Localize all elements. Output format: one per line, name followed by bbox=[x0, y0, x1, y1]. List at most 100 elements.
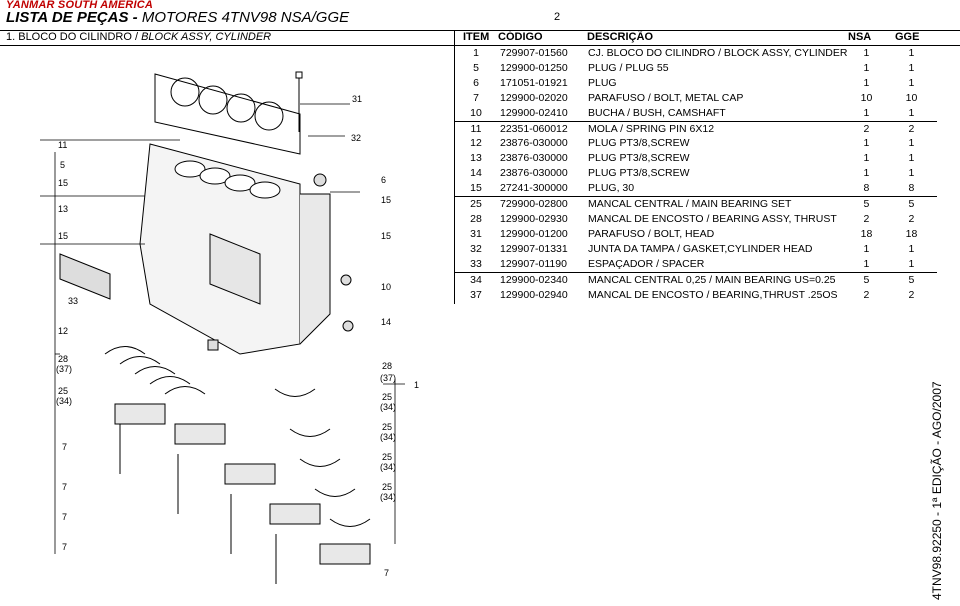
row-gge: 10 bbox=[905, 91, 918, 104]
row-gge: 8 bbox=[885, 181, 938, 198]
row-nsa: 1 bbox=[863, 76, 870, 89]
row-item: 31 bbox=[470, 227, 482, 240]
row-code: 129900-02020 bbox=[500, 91, 568, 104]
row-code: 23876-030000 bbox=[500, 137, 568, 150]
row-description: CJ. BLOCO DO CILINDRO / BLOCK ASSY, CYLI… bbox=[588, 47, 848, 59]
row-code: 171051-01921 bbox=[500, 76, 568, 89]
row-item: 33 bbox=[454, 256, 498, 273]
row-item: 7 bbox=[473, 91, 479, 104]
row-gge: 18 bbox=[905, 227, 918, 240]
row-item: 34 bbox=[470, 273, 482, 286]
callout-28-right: 28 bbox=[382, 361, 392, 371]
callout-37-right: (37) bbox=[380, 373, 396, 383]
row-code: 129900-02940 bbox=[500, 288, 568, 301]
row-description: PLUG bbox=[588, 76, 617, 89]
row-nsa: 8 bbox=[847, 181, 886, 198]
column-header-item: ITEM bbox=[463, 31, 490, 43]
row-description: MANCAL DE ENCOSTO / BEARING,THRUST .25OS bbox=[588, 288, 838, 301]
row-item: 37 bbox=[470, 288, 482, 301]
row-nsa: 2 bbox=[863, 122, 870, 135]
row-gge: 1 bbox=[908, 61, 915, 74]
callout-33: 33 bbox=[68, 296, 78, 306]
row-code: 23876-030000 bbox=[500, 152, 568, 165]
callout-34-r3: (34) bbox=[380, 462, 396, 472]
callout-15d: 15 bbox=[381, 231, 391, 241]
row-description: PLUG / PLUG 55 bbox=[588, 61, 669, 74]
row-gge: 1 bbox=[908, 137, 915, 150]
row-nsa: 5 bbox=[863, 198, 870, 211]
page-number: 2 bbox=[554, 11, 561, 23]
callout-31: 31 bbox=[352, 94, 362, 104]
row-nsa: 1 bbox=[863, 47, 870, 59]
row-gge: 1 bbox=[908, 167, 915, 180]
brand-label: YANMAR SOUTH AMERICA bbox=[6, 0, 153, 11]
row-gge: 1 bbox=[908, 152, 915, 165]
callout-25-r4: 25 bbox=[382, 482, 392, 492]
callout-1: 1 bbox=[414, 380, 419, 390]
callout-34-r1: (34) bbox=[380, 402, 396, 412]
row-code: 22351-060012 bbox=[500, 122, 568, 135]
row-description: MANCAL CENTRAL 0,25 / MAIN BEARING US=0.… bbox=[588, 273, 836, 286]
spacer bbox=[59, 253, 111, 300]
plugs bbox=[207, 173, 354, 351]
callout-labels-bottom-right: 28 (37) 25 (34) 25 (34) 25 (34) 25 (34) … bbox=[380, 361, 419, 578]
section-title-italic: BLOCK ASSY, CYLINDER bbox=[141, 31, 272, 43]
row-description: ESPAÇADOR / SPACER bbox=[588, 256, 848, 273]
callout-5: 5 bbox=[60, 160, 65, 170]
row-code: 129900-02340 bbox=[500, 273, 568, 286]
callout-14: 14 bbox=[381, 317, 391, 327]
row-description: MOLA / SPRING PIN 6X12 bbox=[588, 122, 715, 135]
row-code: 729900-02800 bbox=[500, 198, 568, 211]
row-gge: 1 bbox=[885, 256, 938, 273]
column-header-gge: GGE bbox=[895, 31, 920, 43]
callout-brackets bbox=[40, 103, 405, 554]
callout-7b: 7 bbox=[62, 482, 67, 492]
callout-34-left: (34) bbox=[56, 396, 72, 406]
row-item: 6 bbox=[473, 76, 479, 89]
row-item: 1 bbox=[473, 47, 479, 59]
row-code: 129900-01250 bbox=[500, 61, 568, 74]
callout-12: 12 bbox=[58, 326, 68, 336]
callout-6: 6 bbox=[381, 175, 386, 185]
row-item: 28 bbox=[470, 212, 482, 225]
cylinder-block bbox=[139, 143, 331, 355]
row-item: 25 bbox=[470, 198, 482, 211]
callout-7d: 7 bbox=[62, 542, 67, 552]
column-header-nsa: NSA bbox=[848, 31, 872, 43]
row-item: 11 bbox=[470, 122, 482, 135]
row-item: 5 bbox=[473, 61, 479, 74]
cap-bolts bbox=[119, 424, 277, 584]
bearing-shells-right bbox=[274, 388, 371, 527]
row-code: 129900-01200 bbox=[500, 227, 568, 240]
callout-7-right: 7 bbox=[384, 568, 389, 578]
callout-10: 10 bbox=[381, 282, 391, 292]
row-nsa: 1 bbox=[847, 105, 886, 122]
callout-34-r2: (34) bbox=[380, 432, 396, 442]
row-nsa: 1 bbox=[847, 256, 886, 273]
callout-15c: 15 bbox=[58, 231, 68, 241]
table-left-border bbox=[454, 30, 455, 304]
title-main: LISTA DE PEÇAS - bbox=[6, 9, 138, 26]
section-title-plain: 1. BLOCO DO CILINDRO / bbox=[6, 31, 139, 43]
row-code: 23876-030000 bbox=[500, 167, 568, 180]
column-header-description: DESCRIÇÃO bbox=[587, 31, 654, 43]
callout-37-left: (37) bbox=[56, 364, 72, 374]
page-title: LISTA DE PEÇAS - MOTORES 4TNV98 NSA/GGE bbox=[6, 9, 349, 26]
row-gge: 2 bbox=[908, 212, 915, 225]
head-bolt bbox=[295, 71, 303, 132]
callout-labels-top: 31 32 11 5 15 6 13 15 15 15 10 33 12 14 bbox=[58, 94, 391, 336]
callout-32: 32 bbox=[351, 133, 361, 143]
row-code: 27241-300000 bbox=[498, 181, 588, 198]
bearing-caps bbox=[114, 403, 371, 565]
callout-34-r4: (34) bbox=[380, 492, 396, 502]
row-gge: 1 bbox=[908, 242, 915, 255]
row-item: 32 bbox=[470, 242, 482, 255]
